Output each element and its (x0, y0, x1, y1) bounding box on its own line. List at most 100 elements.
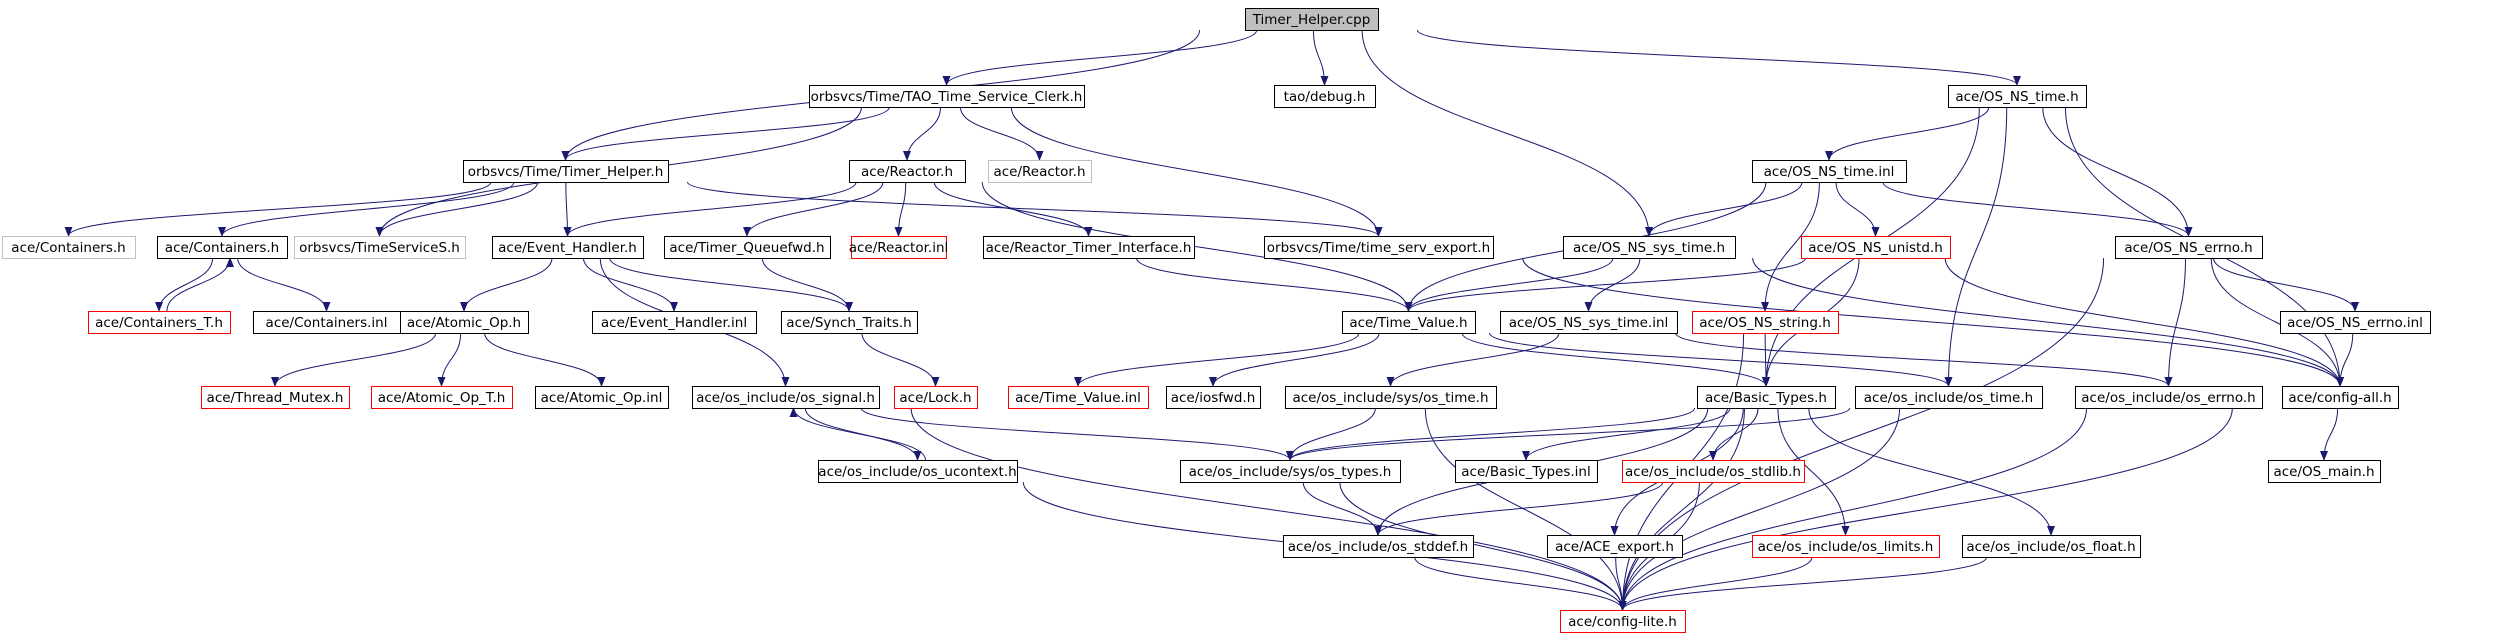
graph-node-clerk-h[interactable]: orbsvcs/Time/TAO_Time_Service_Clerk.h (809, 85, 1085, 108)
node-box (1622, 460, 1805, 483)
dependency-edge (1404, 257, 1614, 312)
edge-line (2042, 106, 2193, 237)
graph-node-time-value-h[interactable]: ace/Time_Value.h (1342, 311, 1476, 334)
graph-node-os-signal[interactable]: ace/os_include/os_signal.h (692, 386, 880, 409)
graph-node-timeservices-h[interactable]: orbsvcs/TimeServiceS.h (294, 236, 466, 259)
node-label: ace/OS_main.h (2273, 464, 2374, 480)
graph-node-containers-gray[interactable]: ace/Containers.h (2, 236, 136, 259)
graph-node-thread-mutex[interactable]: ace/Thread_Mutex.h (201, 386, 350, 409)
node-box (851, 236, 947, 259)
node-box (664, 236, 831, 259)
graph-node-ace-reactor-h-gray[interactable]: ace/Reactor.h (988, 160, 1092, 183)
edge-line (2210, 257, 2344, 387)
graph-node-os-float[interactable]: ace/os_include/os_float.h (1962, 535, 2141, 558)
edge-line (981, 181, 1413, 312)
graph-node-event-handler-inl[interactable]: ace/Event_Handler.inl (592, 311, 757, 334)
graph-node-os-time-h[interactable]: ace/os_include/os_time.h (1855, 386, 2043, 409)
node-box (818, 460, 1018, 483)
edge-line (860, 407, 1294, 461)
dependency-edge (1424, 407, 1627, 611)
dependency-edge (860, 407, 1294, 461)
node-label: ace/ACE_export.h (1555, 539, 1674, 555)
node-label: ace/os_include/os_errno.h (2081, 390, 2255, 406)
dependency-edge (1835, 181, 1880, 237)
node-label: ace/OS_NS_errno.inl (2287, 315, 2423, 331)
graph-node-time-serv-export[interactable]: orbsvcs/Time/time_serv_export.h (1264, 236, 1494, 259)
dependency-edge (64, 181, 492, 237)
graph-node-reactor-inl[interactable]: ace/Reactor.inl (849, 236, 949, 259)
graph-node-containers-t-h[interactable]: ace/Containers_T.h (88, 311, 231, 334)
dependency-edge (933, 181, 1093, 237)
node-label: ace/os_include/os_limits.h (1758, 539, 1934, 555)
graph-node-containers-h[interactable]: ace/Containers.h (157, 236, 288, 259)
graph-node-sys-os-types[interactable]: ace/os_include/sys/os_types.h (1180, 460, 1401, 483)
edge-line (942, 29, 1258, 86)
edge-line (789, 407, 926, 461)
node-label: ace/Thread_Mutex.h (207, 390, 344, 406)
edge-line (1618, 407, 2233, 611)
dependency-edge (1374, 481, 1664, 536)
dependency-edge (1944, 257, 2344, 387)
graph-node-os-ns-time-h[interactable]: ace/OS_NS_time.h (1948, 85, 2087, 108)
dependency-edge (166, 257, 234, 312)
graph-node-os-ucontext[interactable]: ace/os_include/os_ucontext.h (818, 460, 1018, 483)
dependency-edge (743, 181, 884, 237)
edge-line (1404, 257, 1614, 312)
graph-node-os-stdlib[interactable]: ace/os_include/os_stdlib.h (1622, 460, 1805, 483)
node-label: ace/Basic_Types.h (1705, 390, 1827, 406)
graph-node-os-ns-errno-inl[interactable]: ace/OS_NS_errno.inl (2280, 311, 2431, 334)
graph-node-containers-inl[interactable]: ace/Containers.inl (253, 311, 401, 334)
graph-node-tao-debug[interactable]: tao/debug.h (1274, 85, 1376, 108)
node-label: ace/OS_NS_time.h (1955, 89, 2078, 105)
graph-node-event-handler-h[interactable]: ace/Event_Handler.h (492, 236, 644, 259)
dependency-edge (2336, 332, 2354, 387)
edge-line (1944, 106, 2008, 387)
node-label: ace/Event_Handler.h (498, 240, 637, 256)
node-box (1285, 386, 1497, 409)
graph-node-sys-os-time[interactable]: ace/os_include/sys/os_time.h (1285, 386, 1497, 409)
graph-node-atomic-op-h[interactable]: ace/Atomic_Op.h (400, 311, 529, 334)
node-label: Timer_Helper.cpp (1252, 12, 1371, 28)
dependency-edge (1286, 407, 1696, 461)
graph-node-lock-h[interactable]: ace/Lock.h (894, 386, 978, 409)
graph-node-os-ns-string[interactable]: ace/OS_NS_string.h (1692, 311, 1839, 334)
node-label: ace/Reactor.h (993, 164, 1085, 180)
graph-node-config-all[interactable]: ace/config-all.h (2282, 386, 2399, 409)
edge-line (484, 332, 606, 387)
graph-node-iosfwd[interactable]: ace/iosfwd.h (1166, 386, 1261, 409)
graph-node-os-ns-time-inl[interactable]: ace/OS_NS_time.inl (1752, 160, 1907, 183)
graph-node-basic-types-h[interactable]: ace/Basic_Types.h (1697, 386, 1836, 409)
graph-node-basic-types-inl[interactable]: ace/Basic_Types.inl (1455, 460, 1598, 483)
node-label: ace/os_include/os_signal.h (696, 390, 875, 406)
graph-node-os-limits[interactable]: ace/os_include/os_limits.h (1752, 535, 1940, 558)
edge-line (1461, 332, 1770, 387)
graph-node-synch-traits[interactable]: ace/Synch_Traits.h (781, 311, 918, 334)
graph-node-reactor-timer-if[interactable]: ace/Reactor_Timer_Interface.h (983, 236, 1195, 259)
graph-node-atomic-op-t[interactable]: ace/Atomic_Op_T.h (371, 386, 513, 409)
node-box (1455, 460, 1598, 483)
node-box (400, 311, 529, 334)
graph-node-os-main[interactable]: ace/OS_main.h (2268, 460, 2381, 483)
graph-node-os-ns-sys-time-h[interactable]: ace/OS_NS_sys_time.h (1563, 236, 1736, 259)
graph-node-atomic-op-inl[interactable]: ace/Atomic_Op.inl (535, 386, 669, 409)
graph-node-timer-queuefwd[interactable]: ace/Timer_Queuefwd.h (664, 236, 831, 259)
node-label: ace/Reactor.h (861, 164, 953, 180)
graph-node-os-ns-unistd[interactable]: ace/OS_NS_unistd.h (1801, 236, 1951, 259)
graph-node-ace-export[interactable]: ace/ACE_export.h (1547, 535, 1683, 558)
dependency-edge (1361, 29, 1653, 237)
node-label: ace/Reactor.inl (849, 240, 949, 256)
graph-node-os-ns-sys-time-inl[interactable]: ace/OS_NS_sys_time.inl (1500, 311, 1678, 334)
dependency-edge (563, 181, 572, 237)
graph-node-os-errno-h[interactable]: ace/os_include/os_errno.h (2075, 386, 2263, 409)
graph-node-config-lite[interactable]: ace/config-lite.h (1560, 610, 1686, 633)
node-box (1560, 610, 1686, 633)
node-box (2282, 386, 2399, 409)
graph-node-os-ns-errno-h[interactable]: ace/OS_NS_errno.h (2115, 236, 2263, 259)
graph-node-reactor-h[interactable]: ace/Reactor.h (849, 160, 966, 183)
graph-node-os-stddef[interactable]: ace/os_include/os_stddef.h (1283, 535, 1474, 558)
edge-line (1302, 481, 1382, 536)
graph-node-timer-helper-h[interactable]: orbsvcs/Time/Timer_Helper.h (463, 160, 669, 183)
graph-node-time-value-inl[interactable]: ace/Time_Value.inl (1008, 386, 1149, 409)
node-box (1752, 160, 1907, 183)
dependency-edge (1489, 332, 1953, 387)
